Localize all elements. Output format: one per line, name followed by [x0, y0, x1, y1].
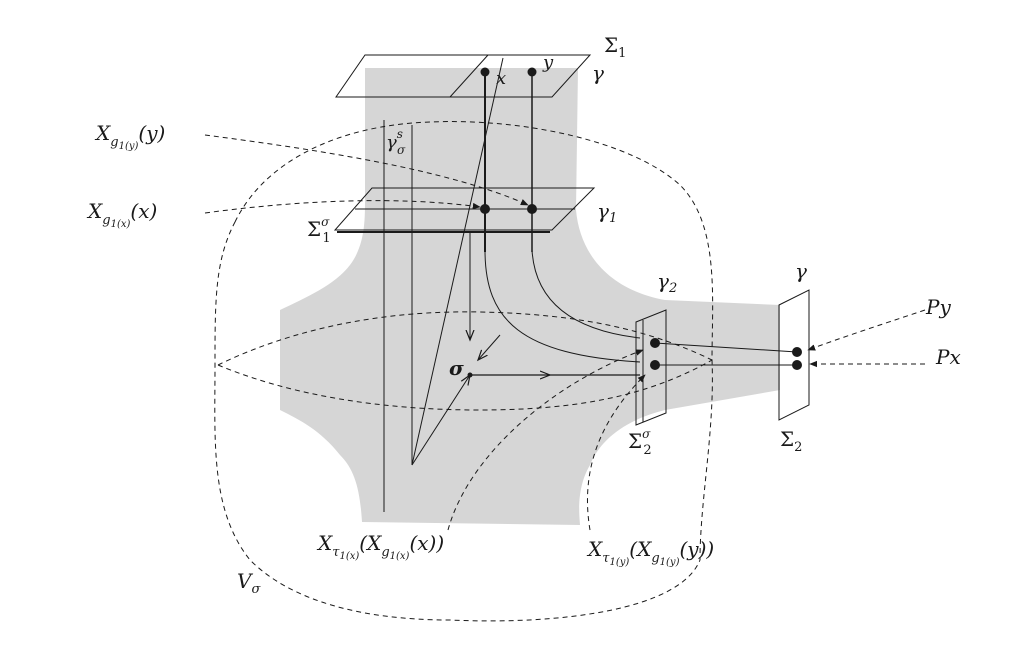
pointer-xg1y [204, 134, 529, 206]
label-v-sigma: Vσ [237, 569, 261, 597]
py-line [654, 342, 798, 353]
point-y [527, 67, 537, 77]
shaded-flow-region [280, 68, 780, 525]
x-trajectory [484, 249, 641, 363]
stable-leaf-lower [411, 375, 470, 466]
pointer-py [807, 309, 926, 351]
cross-section-sigma2-sigma [635, 309, 667, 426]
point-g1y [527, 204, 537, 214]
pointer-xg1x [204, 200, 481, 214]
y-trajectory [531, 249, 641, 339]
saddle-point-sigma [467, 372, 473, 378]
point-tau-x [650, 360, 660, 370]
label-px: Px [935, 345, 961, 369]
label-gamma2: γ2 [657, 269, 677, 296]
label-xtau-x: Xτ1(x)(Xg1(x)(x)) [316, 531, 444, 562]
stable-upper-arrow [478, 334, 501, 360]
stable-lens-lower [217, 359, 713, 411]
point-g1x [480, 204, 490, 214]
label-py: Py [925, 295, 951, 319]
pointer-xtau-y [587, 374, 646, 531]
label-sigma2: Σ2 [780, 427, 802, 455]
label-xg1y: Xg1(y)(y) [94, 121, 165, 152]
cross-section-sigma2 [778, 289, 810, 421]
label-xg1x: Xg1(x)(x) [86, 199, 157, 230]
point-x [480, 67, 490, 77]
neighborhood-boundary [214, 121, 714, 622]
label-y: y [542, 52, 554, 73]
stable-lens-upper [217, 311, 713, 366]
cross-section-sigma1 [335, 54, 592, 98]
point-py [792, 347, 802, 357]
label-sigma: σ [449, 356, 464, 380]
label-xtau-y: Xτ1(y)(Xg1(y)(y)) [586, 537, 714, 568]
point-tau-y [650, 338, 660, 348]
label-gamma-right: γ [795, 259, 807, 283]
point-px [792, 360, 802, 370]
label-sigma1: Σ1 [604, 33, 626, 61]
stable-manifold-line [411, 57, 504, 466]
cross-section-sigma1-sigma [333, 187, 596, 231]
gamma-top-line [449, 54, 489, 98]
label-gamma1: γ1 [597, 199, 617, 226]
label-x: x [496, 68, 506, 89]
label-gamma-top: γ [592, 61, 604, 85]
